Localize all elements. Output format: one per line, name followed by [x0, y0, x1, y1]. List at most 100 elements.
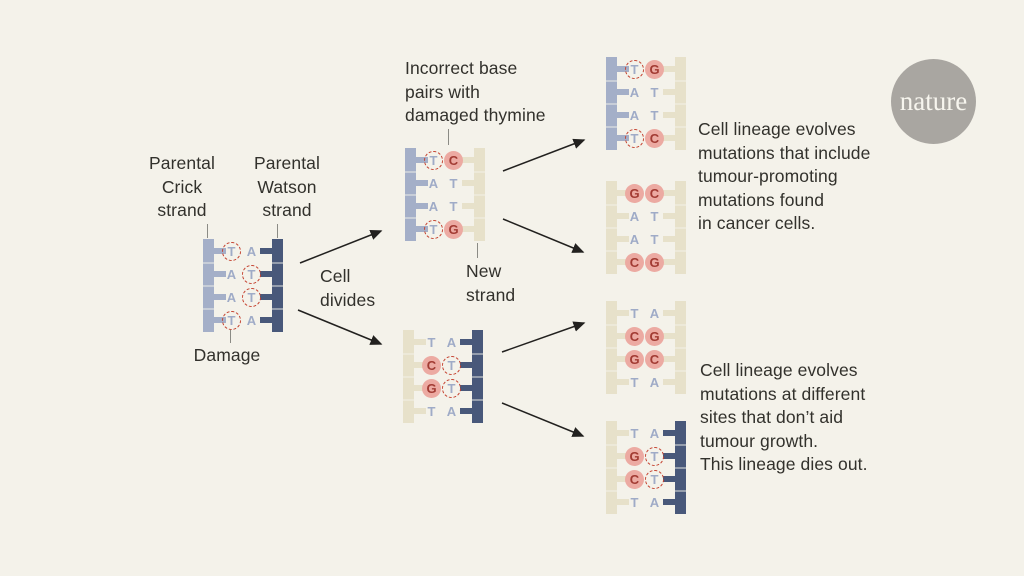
rung	[213, 294, 226, 300]
arrow-crick-daughter-to-g2	[502, 218, 585, 253]
new-strand-rail	[606, 421, 617, 514]
rail-joint	[606, 79, 617, 82]
base-t: T	[650, 84, 659, 100]
rung	[415, 180, 428, 186]
base-t-damaged: T	[242, 264, 261, 284]
rung	[415, 157, 428, 163]
rung	[616, 89, 629, 95]
rung	[460, 385, 473, 391]
rung	[462, 180, 475, 186]
rail-joint	[675, 346, 686, 349]
base-a: A	[226, 289, 237, 305]
text-lineage-tumour-promoting: Cell lineage evolves mutations that incl…	[698, 119, 871, 233]
base-c-mutation: C	[645, 183, 664, 203]
base-g-mutation: G	[422, 378, 441, 398]
new-strand-rail	[606, 301, 617, 394]
rung	[616, 356, 629, 362]
crick-strand-rail	[405, 148, 416, 241]
rung	[663, 499, 676, 505]
base-a: A	[428, 198, 439, 214]
rung	[460, 339, 473, 345]
text-lineage-dies-out: Cell lineage evolves mutations at differ…	[700, 360, 868, 474]
arrow-crick-daughter-to-g1	[502, 138, 586, 172]
rung	[616, 236, 629, 242]
rail-joint	[472, 375, 483, 378]
rail-joint	[675, 489, 686, 492]
rung	[415, 226, 428, 232]
base-a: A	[649, 425, 660, 441]
rung	[663, 430, 676, 436]
arrow-watson-daughter-to-g3	[501, 321, 586, 353]
base-a: A	[246, 243, 257, 259]
base-t: T	[449, 198, 458, 214]
watson-strand-rail	[272, 239, 283, 332]
rung	[413, 408, 426, 414]
base-a: A	[649, 494, 660, 510]
base-a: A	[629, 231, 640, 247]
nature-logo-text: nature	[899, 86, 968, 116]
rung	[616, 112, 629, 118]
rung	[663, 333, 676, 339]
nature-logo: nature	[891, 59, 976, 144]
rail-joint	[675, 249, 686, 252]
base-t: T	[650, 208, 659, 224]
new-strand-rail	[675, 181, 686, 274]
base-t-damaged: T	[222, 310, 241, 330]
rung	[415, 203, 428, 209]
rung	[663, 476, 676, 482]
rung	[616, 453, 629, 459]
watson-strand-rail	[675, 421, 686, 514]
rail-joint	[405, 193, 416, 196]
new-strand-rail	[675, 301, 686, 394]
crick-strand-rail	[203, 239, 214, 332]
base-c-mutation: C	[645, 128, 664, 148]
rail-joint	[203, 284, 214, 287]
watson-strand-rail	[472, 330, 483, 423]
base-t-damaged: T	[242, 287, 261, 307]
base-t-damaged: T	[442, 378, 461, 398]
rail-joint	[675, 443, 686, 446]
rail-joint	[403, 375, 414, 378]
base-c-mutation: C	[625, 326, 644, 346]
base-t-damaged: T	[625, 128, 644, 148]
rung	[616, 476, 629, 482]
base-g-mutation: G	[645, 59, 664, 79]
rung	[213, 317, 226, 323]
rung	[663, 310, 676, 316]
rung	[663, 259, 676, 265]
base-a: A	[226, 266, 237, 282]
base-t: T	[449, 175, 458, 191]
base-t-damaged: T	[442, 355, 461, 375]
base-t-damaged: T	[222, 241, 241, 261]
rail-joint	[675, 125, 686, 128]
rung	[616, 135, 629, 141]
base-a: A	[629, 208, 640, 224]
rung	[616, 213, 629, 219]
rung	[260, 248, 273, 254]
rung	[260, 294, 273, 300]
rail-joint	[474, 216, 485, 219]
rung	[663, 112, 676, 118]
base-c-mutation: C	[444, 150, 463, 170]
rung	[616, 259, 629, 265]
rung	[213, 271, 226, 277]
rung	[663, 356, 676, 362]
rung	[462, 157, 475, 163]
rail-joint	[675, 323, 686, 326]
new-strand-rail	[675, 57, 686, 150]
rail-joint	[472, 398, 483, 401]
base-g-mutation: G	[444, 219, 463, 239]
label-new-strand: New strand	[466, 261, 516, 305]
base-g-mutation: G	[645, 252, 664, 272]
rung	[260, 317, 273, 323]
base-a: A	[446, 403, 457, 419]
base-g-mutation: G	[645, 326, 664, 346]
base-c-mutation: C	[645, 349, 664, 369]
base-t: T	[630, 425, 639, 441]
rail-joint	[405, 216, 416, 219]
